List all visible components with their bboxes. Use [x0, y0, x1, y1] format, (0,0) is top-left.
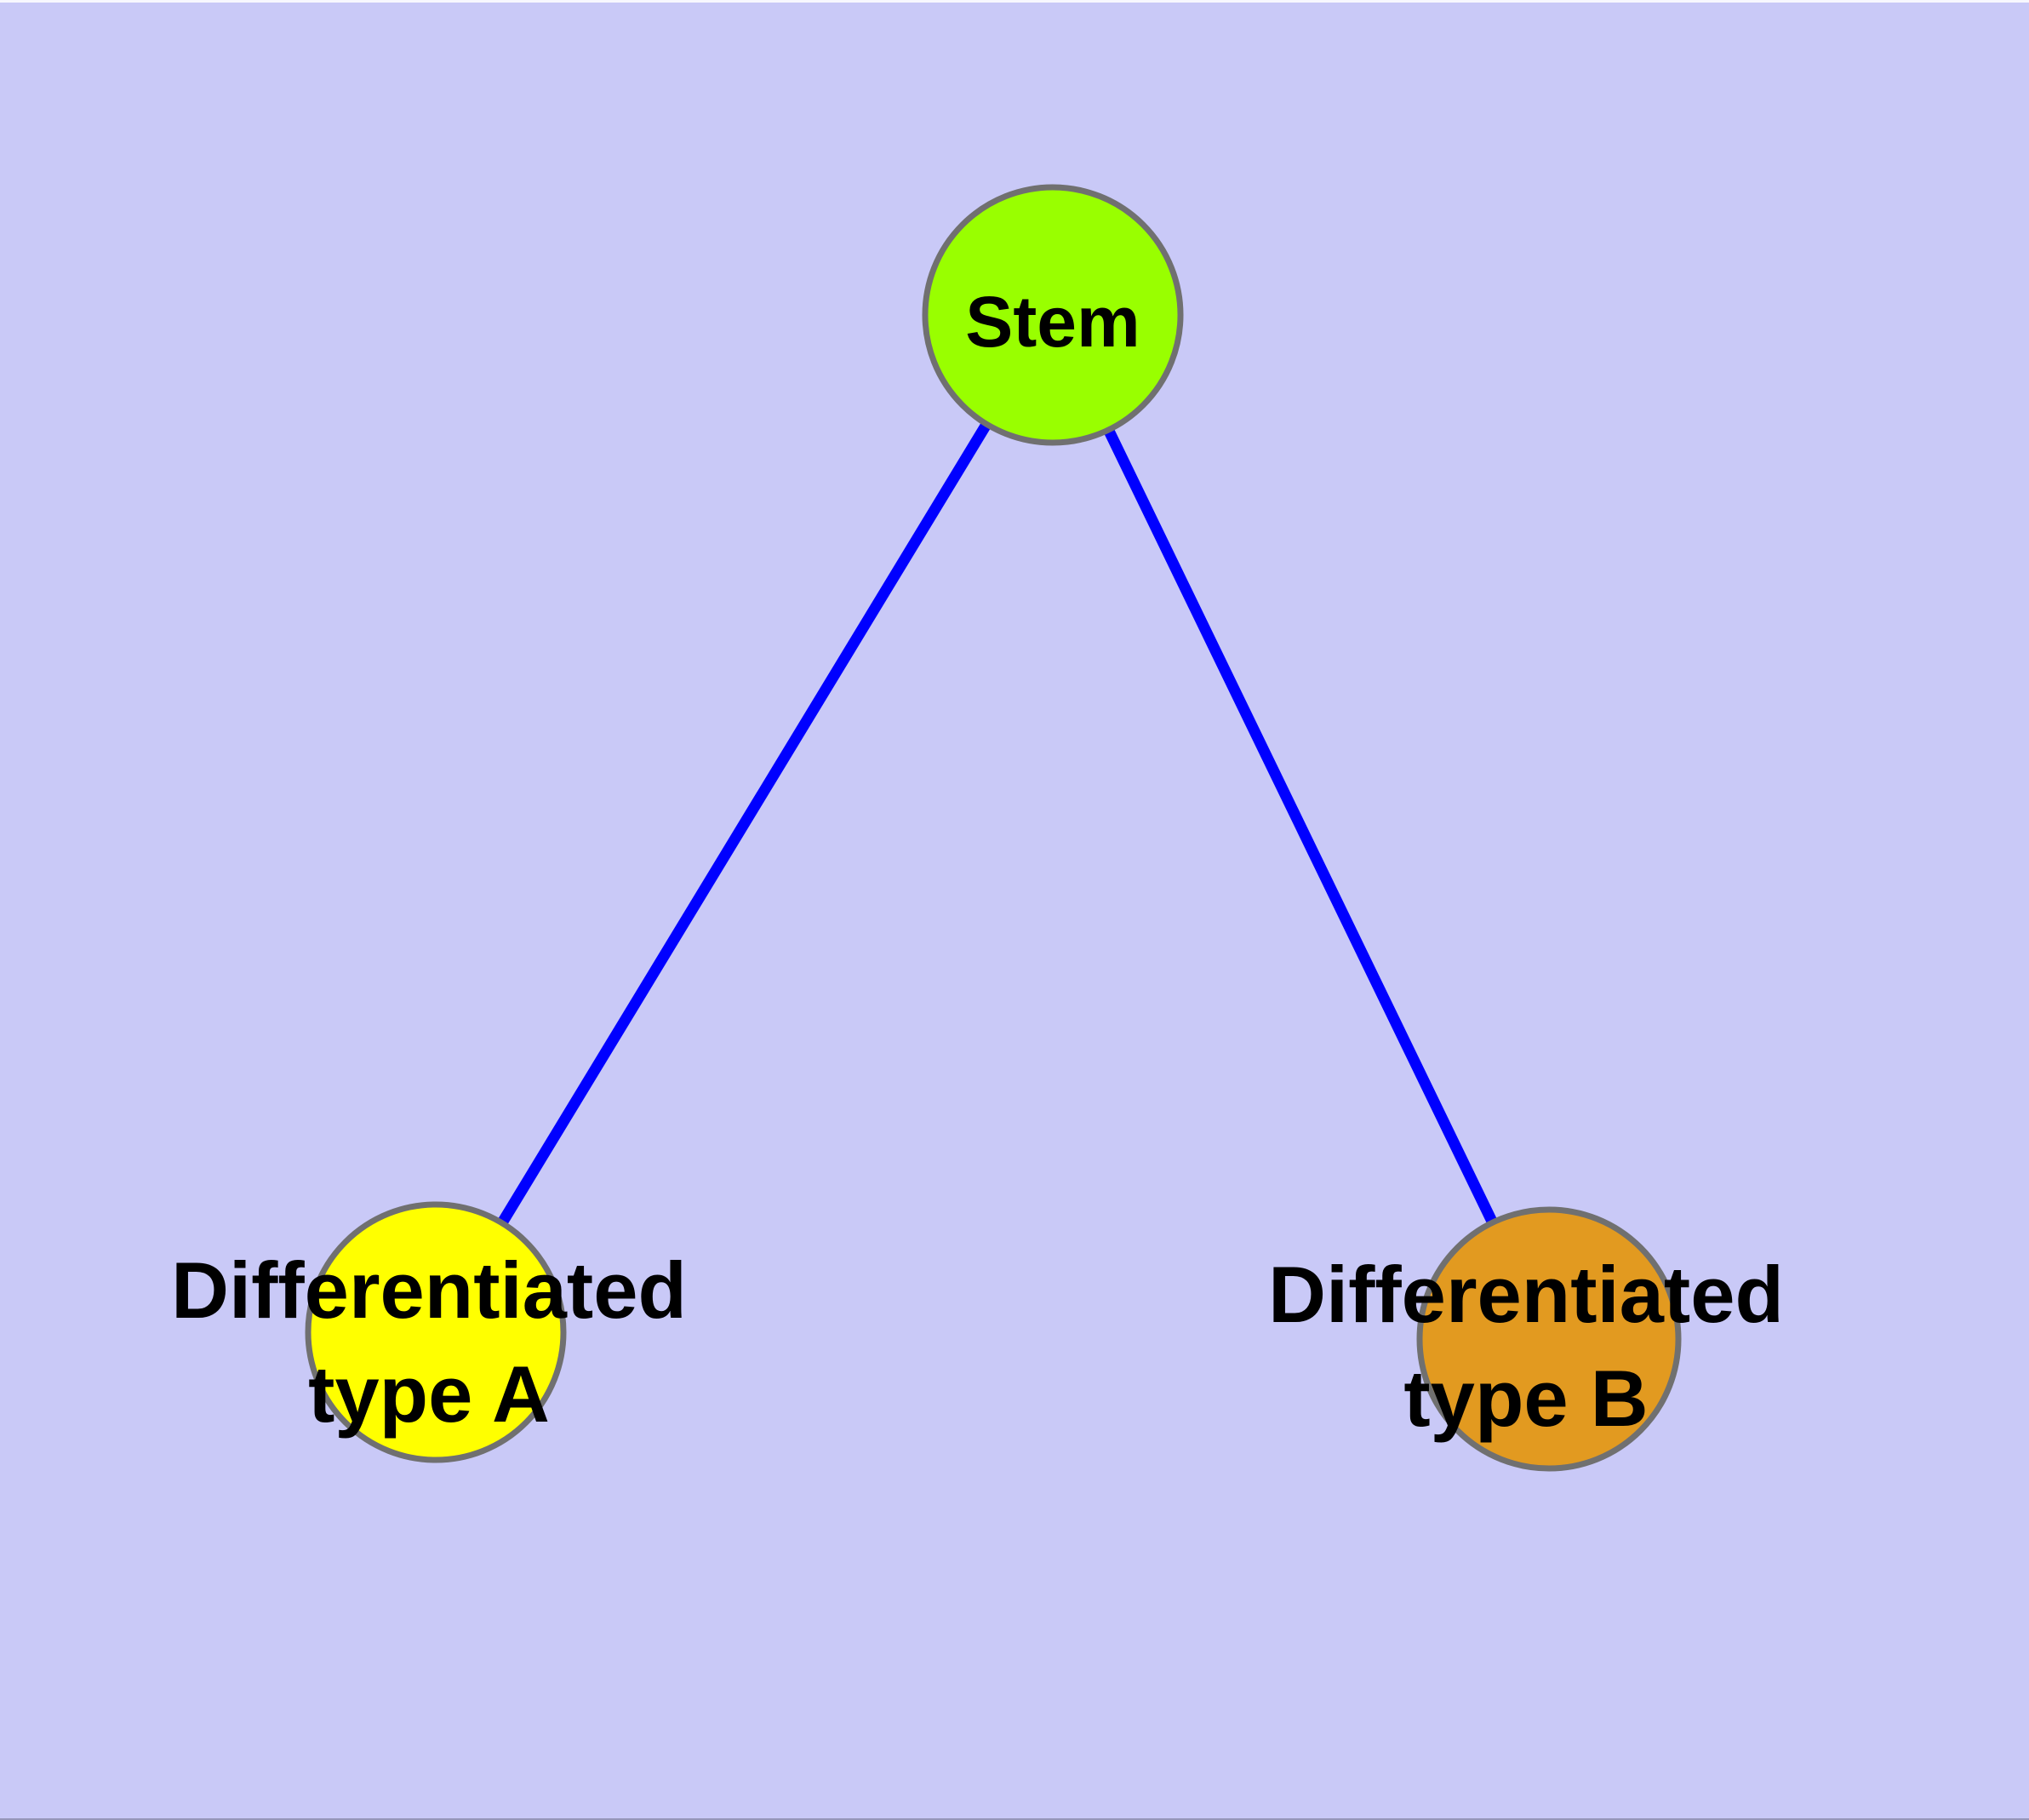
node-label-stem: Stem	[965, 282, 1140, 362]
window-top-edge	[0, 0, 2029, 3]
edge-stem-to-type-b	[1048, 312, 1554, 1342]
node-label-type-a-line1: Differentiated	[171, 1245, 687, 1335]
node-label-type-a-line2: type A	[308, 1349, 550, 1439]
node-differentiated-type-b	[1416, 1206, 1682, 1472]
window-bottom-edge	[0, 1818, 2029, 1820]
node-label-type-b-line2: type B	[1403, 1354, 1648, 1443]
edge-stem-to-type-a	[431, 312, 1058, 1336]
node-stem	[922, 184, 1184, 446]
node-differentiated-type-a	[305, 1201, 567, 1463]
node-label-type-b-line1: Differentiated	[1268, 1250, 1784, 1339]
